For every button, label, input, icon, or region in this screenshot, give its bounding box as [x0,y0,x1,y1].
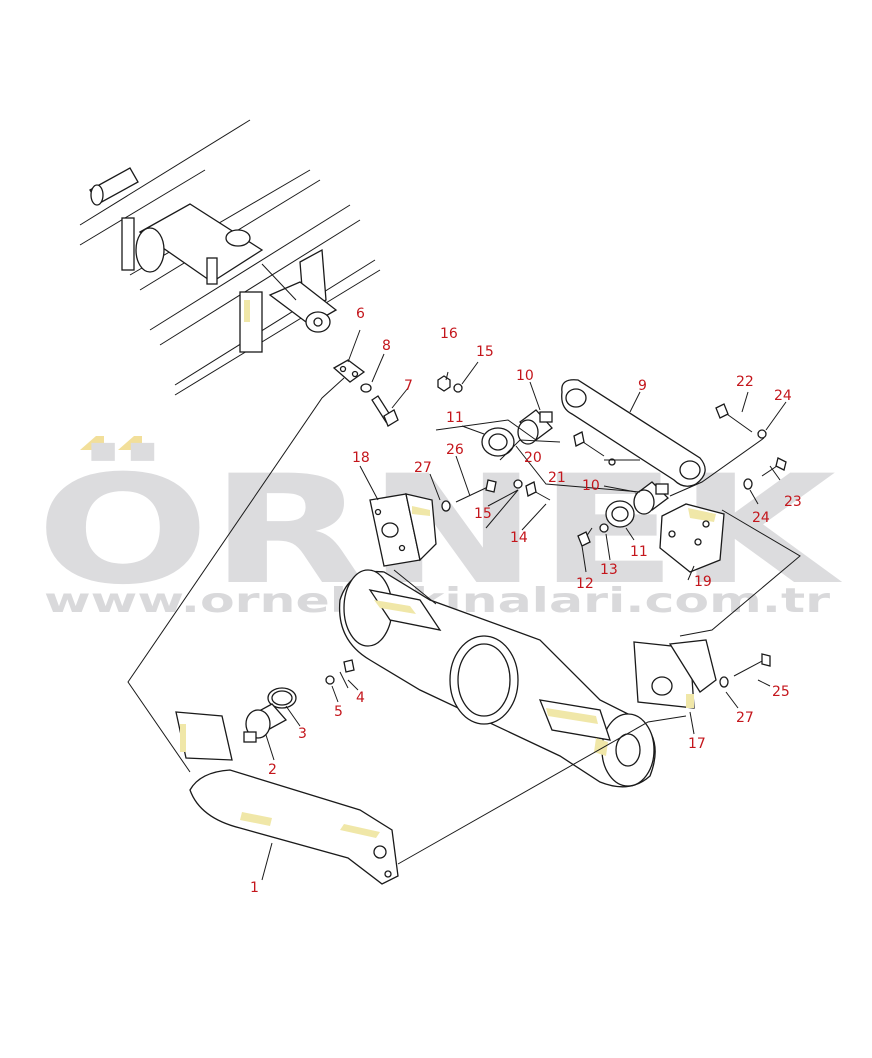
callout-1: 1 [250,880,259,896]
watermark-accent-marks [80,436,142,450]
part-11-ring-upper [481,427,515,457]
axle-housing [338,569,656,788]
callout-12: 12 [576,576,594,592]
part-25-bolt [733,653,771,677]
part-9-link-arm [561,379,706,487]
part-11-ring-lower [605,500,635,528]
part-27-washer-upper [441,500,451,512]
callout-3: 3 [298,726,307,742]
callout-25: 25 [772,684,790,700]
callout-19: 19 [694,574,712,590]
callout-16: 16 [440,326,458,342]
callout-10-upper: 10 [516,368,534,384]
callout-23: 23 [784,494,802,510]
part-27-washer-lower [719,676,729,688]
assembly-lines [127,263,801,865]
part-23-bolt [761,457,787,477]
part-19-bracket [659,503,725,573]
callout-24-lower: 24 [752,510,770,526]
callout-26: 26 [446,442,464,458]
part-18-bracket [369,493,437,567]
callout-20: 20 [524,450,542,466]
callout-17: 17 [688,736,706,752]
callout-15-lower: 15 [474,506,492,522]
part-13-washer [599,523,609,533]
part-12-bolt [577,527,593,547]
callout-7: 7 [404,378,413,394]
callout-9: 9 [638,378,647,394]
callout-labels: 1 2 3 4 5 6 7 8 9 10 10 11 11 12 13 14 1… [250,306,802,896]
part-3-ring [267,687,297,709]
part-7-bolt [371,395,399,427]
part-16-nut [437,375,451,392]
part-10-bushing-upper [517,409,553,445]
callout-8: 8 [382,338,391,354]
part-15-washer-lower [513,479,523,489]
callout-2: 2 [268,762,277,778]
callout-15-upper: 15 [476,344,494,360]
callout-24-upper: 24 [774,388,792,404]
callout-18: 18 [352,450,370,466]
callout-4: 4 [356,690,365,706]
part-10-bushing-lower [633,481,669,515]
part-26-bolt [455,479,497,503]
part-24-washer-lower [743,478,753,490]
leader-lines [261,329,787,881]
callout-11-lower: 11 [630,544,648,560]
part-22-bolt [715,403,753,433]
part-6-mount-plate [332,359,366,383]
part-24-washer-upper [757,429,767,439]
callout-6: 6 [356,306,365,322]
part-2-bushing [243,703,288,743]
callout-27-upper: 27 [414,460,432,476]
callout-11-upper: 11 [446,410,464,426]
part-1-radius-arm [175,711,399,885]
vehicle-frame [79,119,381,396]
callout-22: 22 [736,374,754,390]
callout-5: 5 [334,704,343,720]
part-8-washer [360,383,372,393]
callout-14: 14 [510,530,528,546]
part-15-washer-top [453,383,463,393]
callout-21: 21 [548,470,566,486]
part-5-washer [325,675,335,685]
callout-10-lower: 10 [582,478,600,494]
part-4-bolt [339,659,355,689]
part-14-bolt [525,481,551,501]
callout-13: 13 [600,562,618,578]
callout-27-lower: 27 [736,710,754,726]
part-20-bolt [573,431,605,457]
part-17-bracket [633,639,717,709]
